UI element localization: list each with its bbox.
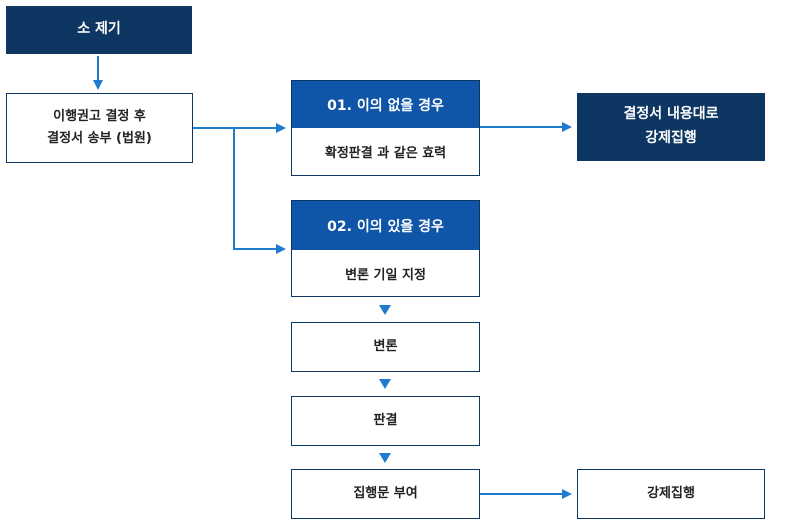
order-label-line2: 결정서 송부 (법원) xyxy=(47,131,152,146)
arrow-order-to-objection xyxy=(233,128,286,254)
enforce-by-decision-line1: 결정서 내용대로 xyxy=(623,106,719,123)
no-objection-title: 01. 이의 없을 경우 xyxy=(327,97,444,114)
enforcement-box: 강제집행 xyxy=(577,469,765,519)
arrow-objection-to-argument xyxy=(379,305,391,315)
objection-header: 02. 이의 있을 경우 xyxy=(292,201,479,250)
judgment-box: 판결 xyxy=(291,396,480,446)
filing-box: 소 제기 xyxy=(6,6,192,54)
no-objection-body-text: 확정판결 과 같은 효력 xyxy=(324,146,447,161)
argument-box: 변론 xyxy=(291,322,480,372)
arrow-argument-to-judgment xyxy=(379,379,391,389)
order-label-line1: 이행권고 결정 후 xyxy=(53,108,146,124)
writ-box: 집행문 부여 xyxy=(291,469,480,519)
writ-label: 집행문 부여 xyxy=(353,485,418,501)
order-box: 이행권고 결정 후 결정서 송부 (법원) xyxy=(6,93,193,163)
objection-title: 02. 이의 있을 경우 xyxy=(327,218,444,235)
no-objection-card: 01. 이의 없을 경우 확정판결 과 같은 효력 xyxy=(291,80,480,176)
filing-label: 소 제기 xyxy=(77,21,121,38)
no-objection-header: 01. 이의 없을 경우 xyxy=(292,81,479,128)
objection-body: 변론 기일 지정 xyxy=(292,250,479,296)
argument-label: 변론 xyxy=(373,338,398,354)
enforce-by-decision-box: 결정서 내용대로 강제집행 xyxy=(577,93,765,161)
objection-card: 02. 이의 있을 경우 변론 기일 지정 xyxy=(291,200,480,297)
objection-body-text: 변론 기일 지정 xyxy=(345,267,426,283)
enforce-by-decision-line2: 강제집행 xyxy=(645,130,697,146)
arrow-judgment-to-writ xyxy=(379,453,391,463)
enforcement-label: 강제집행 xyxy=(647,485,695,501)
judgment-label: 판결 xyxy=(373,412,398,428)
no-objection-body: 확정판결 과 같은 효력 xyxy=(292,128,479,175)
